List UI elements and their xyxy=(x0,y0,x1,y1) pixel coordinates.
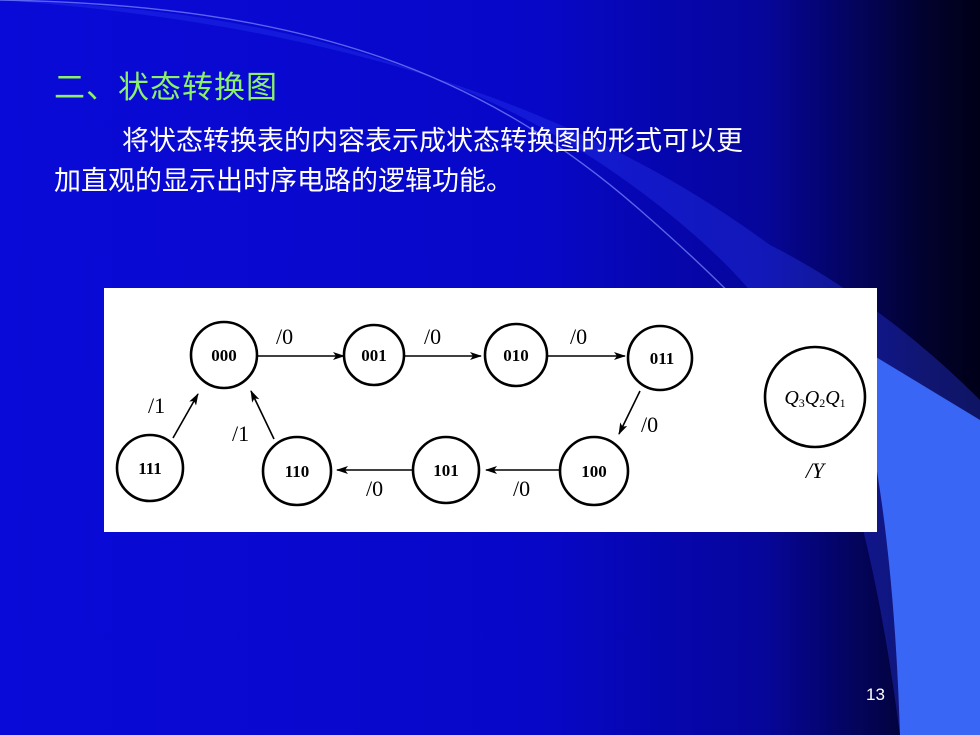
body-line-2: 加直观的显示出时序电路的逻辑功能。 xyxy=(54,166,513,197)
state-110: 110 xyxy=(261,435,333,507)
label-110-000: /1 xyxy=(232,421,249,446)
label-100-101: /0 xyxy=(513,476,530,501)
slide-body: 将状态转换表的内容表示成状态转换图的形式可以更 加直观的显示出时序电路的逻辑功能… xyxy=(54,122,894,202)
slide-title: 二、状态转换图 xyxy=(54,70,278,106)
state-110-label: 110 xyxy=(285,462,310,481)
legend-output: /Y xyxy=(804,458,827,483)
edge-011-100 xyxy=(618,390,641,435)
state-001-label: 001 xyxy=(361,346,387,365)
state-101-label: 101 xyxy=(433,461,459,480)
state-001: 001 xyxy=(342,323,406,387)
state-101: 101 xyxy=(411,435,481,505)
state-diagram: /0 /0 /0 /0 /0 /0 /1 /1 000 001 010 xyxy=(104,288,877,532)
state-111: 111 xyxy=(115,433,185,503)
state-000-label: 000 xyxy=(211,346,237,365)
state-111-label: 111 xyxy=(138,459,162,478)
edge-111-000 xyxy=(172,393,199,439)
body-line-1: 将状态转换表的内容表示成状态转换图的形式可以更 xyxy=(122,126,743,157)
page-number: 13 xyxy=(866,685,885,704)
label-000-001: /0 xyxy=(276,324,293,349)
state-010-label: 010 xyxy=(503,346,529,365)
label-111-000: /1 xyxy=(148,393,165,418)
legend-state-vars: Q3Q2Q1 xyxy=(784,387,845,410)
label-011-100: /0 xyxy=(641,412,658,437)
label-001-010: /0 xyxy=(424,324,441,349)
state-100: 100 xyxy=(558,435,630,507)
legend: Q3Q2Q1 /Y xyxy=(763,345,867,483)
label-010-011: /0 xyxy=(570,324,587,349)
state-010: 010 xyxy=(483,322,549,388)
state-011: 011 xyxy=(626,324,694,392)
edge-110-000 xyxy=(250,390,275,440)
legend-circle xyxy=(763,345,867,449)
state-000: 000 xyxy=(189,320,259,390)
state-diagram-svg: /0 /0 /0 /0 /0 /0 /1 /1 000 001 010 xyxy=(115,320,867,507)
state-011-label: 011 xyxy=(650,349,675,368)
label-101-110: /0 xyxy=(366,476,383,501)
state-100-label: 100 xyxy=(581,462,607,481)
